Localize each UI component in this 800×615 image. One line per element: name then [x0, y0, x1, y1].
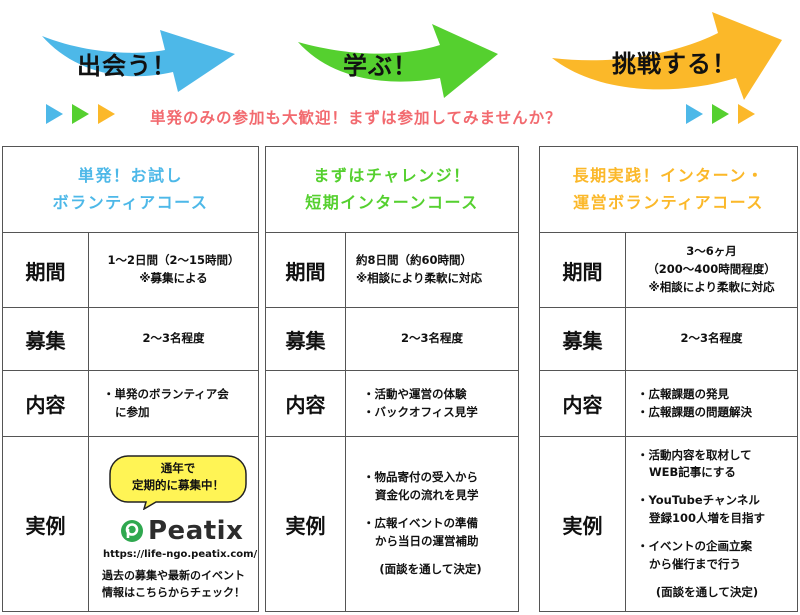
triangle-orange-icon: [98, 104, 115, 124]
row-label-period: 期間: [540, 233, 626, 307]
triangle-green-icon: [712, 104, 729, 124]
example-value: ・物品寄付の受入から 資金化の流れを見学 ・広報イベントの準備 から当日の運営補…: [363, 470, 482, 576]
header-arrows: [42, 12, 782, 100]
row-label-example: 実例: [266, 437, 346, 611]
recruit-value: 2〜3名程度: [142, 331, 205, 346]
content-value: ・活動や運営の体験 ・バックオフィス見学: [363, 386, 478, 419]
row-label-content: 内容: [266, 371, 346, 436]
peatix-wordmark: Peatix: [148, 516, 244, 546]
row-period: 期間 約8日間（約60時間） ※相談により柔軟に対応: [266, 232, 518, 307]
period-value: 1〜2日間（2〜15時間） ※募集による: [107, 253, 240, 285]
row-content: 内容 ・単発のボランティア会 に参加: [3, 370, 258, 436]
course-panel-short-intern: まずはチャレンジ！ 短期インターンコース 期間 約8日間（約60時間） ※相談に…: [265, 146, 519, 612]
period-value: 約8日間（約60時間） ※相談により柔軟に対応: [356, 253, 482, 285]
arrow-challenge: [552, 12, 782, 100]
recruit-value: 2〜3名程度: [400, 331, 463, 346]
peatix-p-icon: [121, 520, 143, 542]
row-example: 実例 ・物品寄付の受入から 資金化の流れを見学 ・広報イベントの準備 から当日の…: [266, 436, 518, 611]
triangle-orange-icon: [738, 104, 755, 124]
row-label-recruit: 募集: [540, 308, 626, 370]
row-content: 内容 ・広報課題の発見 ・広報課題の問題解決: [540, 370, 797, 436]
arrow-label-challenge: 挑戦する！: [612, 50, 737, 78]
row-label-recruit: 募集: [3, 308, 89, 370]
triangle-decoration-right: [686, 104, 764, 124]
speech-bubble: [109, 455, 247, 510]
row-label-period: 期間: [266, 233, 346, 307]
tagline: 単発のみの参加も大歓迎！まずは参加してみませんか？: [150, 109, 562, 127]
arrow-label-meet: 出会う！: [77, 52, 177, 80]
row-label-example: 実例: [3, 437, 89, 611]
example-value: ・活動内容を取材して WEB記事にする ・YouTubeチャンネル 登録100人…: [637, 447, 766, 599]
triangle-decoration-left: [46, 104, 124, 124]
triangle-green-icon: [72, 104, 89, 124]
row-label-content: 内容: [540, 371, 626, 436]
peatix-note: 過去の募集や最新のイベント 情報はこちらからチェック！: [102, 569, 245, 599]
row-period: 期間 1〜2日間（2〜15時間） ※募集による: [3, 232, 258, 307]
row-label-recruit: 募集: [266, 308, 346, 370]
triangle-blue-icon: [46, 104, 63, 124]
row-recruit: 募集 2〜3名程度: [266, 307, 518, 370]
course-title: 長期実践！インターン・ 運営ボランティアコース: [572, 166, 765, 212]
recruit-value: 2〜3名程度: [680, 331, 743, 346]
speech-bubble-text: 通年で 定期的に募集中！: [132, 461, 224, 492]
row-content: 内容 ・活動や運営の体験 ・バックオフィス見学: [266, 370, 518, 436]
peatix-logo[interactable]: Peatix: [120, 516, 243, 546]
peatix-url-link[interactable]: https://life-ngo.peatix.com/: [103, 549, 258, 560]
course-panel-long-intern: 長期実践！インターン・ 運営ボランティアコース 期間 3〜6ヶ月 （200〜40…: [539, 146, 798, 612]
row-label-example: 実例: [540, 437, 626, 611]
row-example: 実例 ・活動内容を取材して WEB記事にする ・YouTubeチャンネル 登録1…: [540, 436, 797, 611]
triangle-blue-icon: [686, 104, 703, 124]
row-label-content: 内容: [3, 371, 89, 436]
row-recruit: 募集 2〜3名程度: [540, 307, 797, 370]
row-period: 期間 3〜6ヶ月 （200〜400時間程度） ※相談により柔軟に対応: [540, 232, 797, 307]
course-title: 単発！お試し ボランティアコース: [52, 166, 209, 212]
content-value: ・単発のボランティア会 に参加: [103, 386, 229, 419]
content-value: ・広報課題の発見 ・広報課題の問題解決: [637, 386, 752, 419]
row-recruit: 募集 2〜3名程度: [3, 307, 258, 370]
period-value: 3〜6ヶ月 （200〜400時間程度） ※相談により柔軟に対応: [647, 244, 776, 294]
arrow-learn: [298, 24, 498, 98]
arrow-label-learn: 学ぶ！: [343, 52, 418, 80]
row-example: 実例: [3, 436, 258, 611]
row-label-period: 期間: [3, 233, 89, 307]
arrow-meet: [42, 30, 235, 92]
course-title: まずはチャレンジ！ 短期インターンコース: [305, 166, 479, 212]
